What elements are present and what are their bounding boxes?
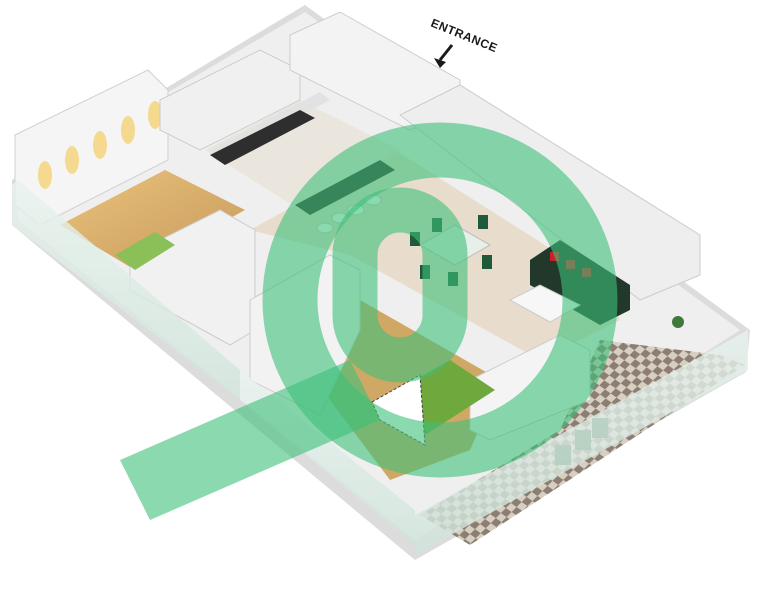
bed-left xyxy=(115,232,175,270)
glass-railing-terrace xyxy=(415,330,748,555)
wall-bathroom-1 xyxy=(159,49,301,151)
kitchen-counter xyxy=(210,110,315,165)
entrance-label: ENTRANCE xyxy=(429,16,500,55)
wardrobe-lights xyxy=(38,101,162,189)
watermark-logo xyxy=(262,122,618,478)
entrance-arrow-icon xyxy=(434,44,454,68)
glass-railing-left xyxy=(12,180,240,400)
terrace-plant xyxy=(672,316,684,328)
watermark-bar xyxy=(120,360,380,520)
bedroom-2-floor xyxy=(60,170,245,270)
